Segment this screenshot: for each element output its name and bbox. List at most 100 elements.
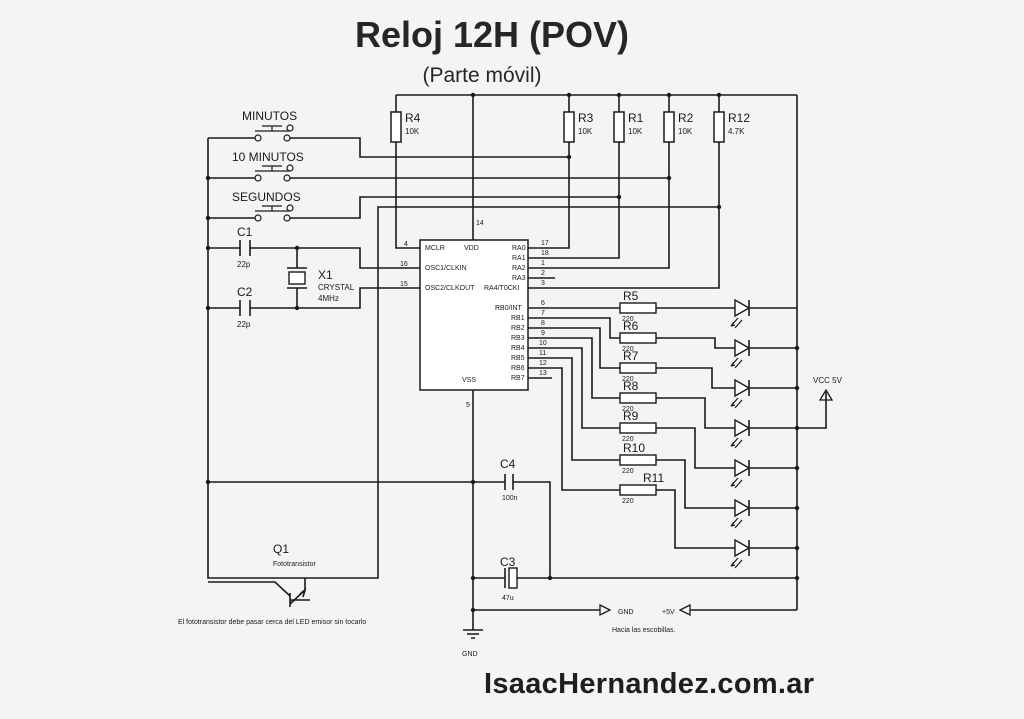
gnd-terminal-label: GND [618, 609, 634, 616]
pin-number: 17 [541, 240, 549, 247]
led-1 [730, 298, 751, 329]
resistor-value: 220 [622, 436, 634, 443]
page-title: Reloj 12H (POV) [354, 14, 630, 55]
pin-number: 1 [541, 260, 545, 267]
capacitor-value: 100n [502, 495, 518, 502]
resistor-name: R7 [623, 349, 639, 363]
website-footer: IsaacHernandez.com.ar [484, 668, 815, 700]
resistor-value: 220 [622, 498, 634, 505]
pin-label: RA0 [512, 245, 526, 252]
pin-number: 6 [541, 300, 545, 307]
button-label: 10 MINUTOS [232, 150, 304, 164]
resistor-name: R12 [728, 111, 750, 125]
resistor-name: R8 [623, 379, 639, 393]
brushes-note: Hacia las escobillas. [612, 627, 675, 634]
led-5 [730, 458, 751, 489]
capacitor-name: C4 [500, 457, 516, 471]
resistor-r3: R3 10K [563, 111, 594, 143]
resistor-name: R1 [628, 111, 644, 125]
resistor-value: 10K [628, 127, 643, 136]
transistor-type: Fototransistor [273, 561, 316, 568]
pin-number: 13 [539, 370, 547, 377]
capacitor-c3: C3 47u [500, 555, 518, 602]
capacitor-c4: C4 100n [500, 457, 518, 502]
led-array [730, 298, 751, 569]
pin-number: 12 [539, 360, 547, 367]
wires [207, 94, 827, 630]
resistor-r1: R1 10K [613, 111, 644, 143]
resistor-name: R2 [678, 111, 694, 125]
pin-number: 9 [541, 330, 545, 337]
led-4 [730, 418, 751, 449]
capacitor-value: 22p [237, 260, 251, 269]
pin-label: RA1 [512, 255, 526, 262]
resistor-value: 10K [578, 127, 593, 136]
pin-number: 10 [539, 340, 547, 347]
vcc-label: VCC 5V [813, 376, 843, 385]
capacitor-c1: C1 22p [237, 225, 253, 269]
capacitor-value: 22p [237, 320, 251, 329]
led-2 [730, 338, 751, 369]
resistor-name: R4 [405, 111, 421, 125]
pin-label: RA3 [512, 275, 526, 282]
led-3 [730, 378, 751, 409]
pin-number: 18 [541, 250, 549, 257]
pin-label: RB3 [511, 335, 525, 342]
pin-label: RB1 [511, 315, 525, 322]
button-10-minutos: 10 MINUTOS [232, 150, 304, 182]
led-6 [730, 498, 751, 529]
button-label: SEGUNDOS [232, 190, 301, 204]
pin-label: RB5 [511, 355, 525, 362]
resistor-r10: R10 220 [619, 441, 657, 475]
phototransistor-q1: Q1 Fototransistor El fototransistor debe… [178, 542, 366, 626]
resistor-name: R5 [623, 289, 639, 303]
capacitor-name: C3 [500, 555, 516, 569]
pin-number: 2 [541, 270, 545, 277]
resistor-r6: R6 220 [619, 319, 657, 353]
crystal-freq: 4MHz [318, 294, 339, 303]
capacitor-name: C1 [237, 225, 253, 239]
button-label: MINUTOS [242, 109, 297, 123]
ground-symbol: GND [462, 629, 483, 658]
button-segundos: SEGUNDOS [232, 190, 301, 222]
resistor-name: R3 [578, 111, 594, 125]
gnd-terminal: GND [599, 603, 634, 617]
junctions [205, 92, 800, 613]
pin-label: RB2 [511, 325, 525, 332]
pin-label: OSC1/CLKIN [425, 265, 467, 272]
pin-number: 5 [466, 402, 470, 409]
resistor-r11: R11 220 [619, 471, 664, 505]
resistor-r5: R5 220 [619, 289, 657, 323]
pin-number: 8 [541, 320, 545, 327]
resistor-value: 220 [622, 468, 634, 475]
pin-number: 15 [400, 281, 408, 288]
resistor-value: 10K [405, 127, 420, 136]
resistor-r9: R9 220 [619, 409, 657, 443]
resistor-value: 220 [622, 406, 634, 413]
resistor-value: 220 [622, 346, 634, 353]
led-7 [730, 538, 751, 569]
plus5v-terminal: +5V [662, 603, 691, 617]
microcontroller: 4 MCLR 16 OSC1/CLKIN 15 OSC2/CLKOUT 14 V… [400, 220, 549, 409]
pin-number: 14 [476, 220, 484, 227]
pin-label: RB4 [511, 345, 525, 352]
page-subtitle: (Parte móvil) [422, 64, 542, 87]
resistor-r8: R8 220 [619, 379, 657, 413]
pin-label: VDD [464, 245, 479, 252]
resistor-name: R9 [623, 409, 639, 423]
gnd-label: GND [462, 651, 478, 658]
resistor-value: 220 [622, 316, 634, 323]
capacitor-value: 47u [502, 595, 514, 602]
transistor-name: Q1 [273, 542, 289, 556]
resistor-name: R11 [643, 471, 664, 485]
resistor-value: 4.7K [728, 127, 745, 136]
phototransistor-note: El fototransistor debe pasar cerca del L… [178, 619, 366, 626]
button-minutos: MINUTOS [242, 109, 297, 142]
resistor-value: 220 [622, 376, 634, 383]
plus5v-label: +5V [662, 609, 675, 616]
crystal-type: CRYSTAL [318, 283, 355, 292]
pin-label: RB7 [511, 375, 525, 382]
vcc-terminal: VCC 5V [813, 376, 843, 401]
capacitor-name: C2 [237, 285, 253, 299]
